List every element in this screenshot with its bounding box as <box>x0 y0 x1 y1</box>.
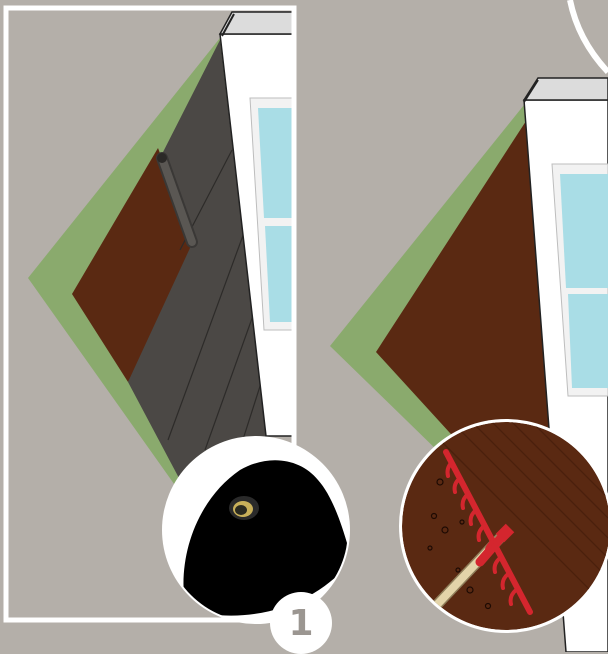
rake-detail-circle <box>399 419 608 633</box>
step-number-badge: 1 <box>270 592 332 654</box>
step-number: 1 <box>288 603 313 644</box>
membrane-detail-circle <box>162 436 352 624</box>
